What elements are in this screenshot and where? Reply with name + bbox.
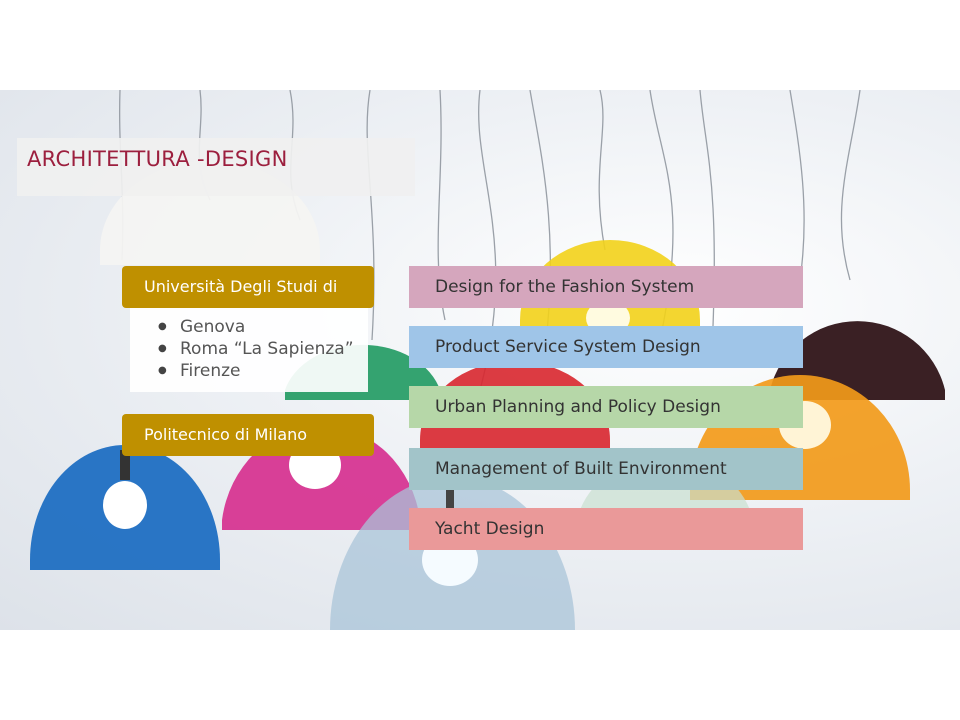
list-item-firenze: Firenze	[158, 360, 368, 382]
slide-title: ARCHITETTURA -DESIGN	[27, 147, 288, 171]
list-item-roma: Roma “La Sapienza”	[158, 338, 368, 360]
course-built-environment: Management of Built Environment	[409, 448, 803, 490]
course-product-service-system: Product Service System Design	[409, 326, 803, 368]
course-urban-planning: Urban Planning and Policy Design	[409, 386, 803, 428]
course-fashion-system: Design for the Fashion System	[409, 266, 803, 308]
title-box: ARCHITETTURA -DESIGN	[17, 138, 415, 196]
list-item-genova: Genova	[158, 316, 368, 338]
course-yacht-design: Yacht Design	[409, 508, 803, 550]
universities-list: Genova Roma “La Sapienza” Firenze	[130, 308, 368, 392]
politecnico-header: Politecnico di Milano	[122, 414, 374, 456]
universities-header: Università Degli Studi di	[122, 266, 374, 308]
